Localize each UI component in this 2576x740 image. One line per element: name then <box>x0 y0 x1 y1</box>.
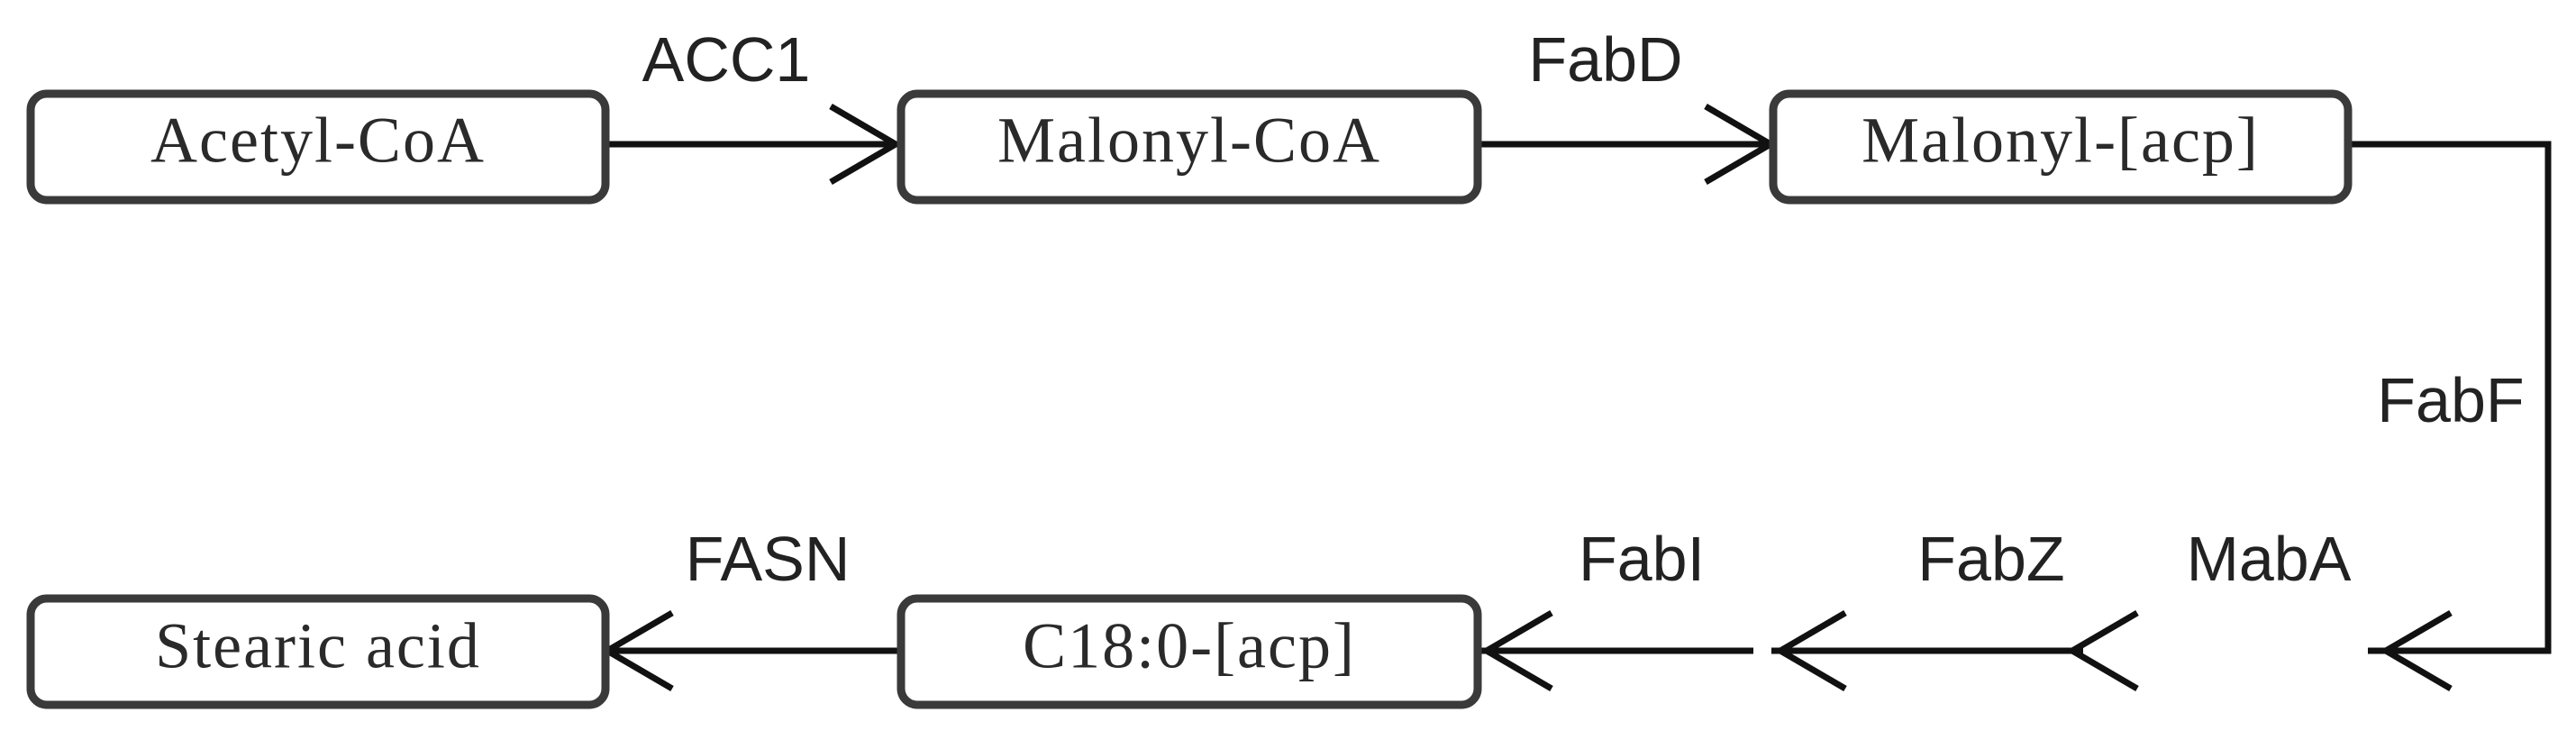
node-c18-acp-box <box>897 594 1482 709</box>
arrowhead-malonyl-coa <box>829 103 902 186</box>
enzyme-label-maba: MabA <box>2187 524 2352 594</box>
node-acetyl-coa-label: Acetyl-CoA <box>150 105 486 177</box>
node-malonyl-acp-label: Malonyl-[acp] <box>1861 105 2260 177</box>
edge-malonyl-acp-loop <box>2352 141 2552 654</box>
arrowhead-fabz <box>1774 609 1847 692</box>
enzyme-label-fabz: FabZ <box>1917 524 2064 594</box>
node-c18-acp: C18:0-[acp] <box>897 594 1482 709</box>
enzyme-label-fabd: FabD <box>1528 24 1682 95</box>
node-malonyl-coa-label: Malonyl-CoA <box>997 105 1381 177</box>
node-malonyl-coa-box <box>897 89 1482 205</box>
arrowhead-c18-acp <box>1480 609 1553 692</box>
enzyme-label-fabi: FabI <box>1579 524 1705 594</box>
node-acetyl-coa-box <box>26 89 610 205</box>
enzyme-label-fasn: FASN <box>686 524 851 594</box>
enzyme-label-fabf: FabF <box>2377 365 2524 435</box>
arrowhead-maba <box>2066 609 2139 692</box>
node-malonyl-acp: Malonyl-[acp] <box>1769 89 2353 205</box>
arrowhead-fabf <box>2380 609 2453 692</box>
enzyme-label-acc1: ACC1 <box>642 24 811 95</box>
node-stearic-acid: Stearic acid <box>26 594 610 709</box>
node-malonyl-coa: Malonyl-CoA <box>897 89 1482 205</box>
node-stearic-acid-box <box>26 594 610 709</box>
node-malonyl-acp-box <box>1769 89 2353 205</box>
node-stearic-acid-label: Stearic acid <box>155 610 481 682</box>
node-c18-acp-label: C18:0-[acp] <box>1023 610 1356 682</box>
node-acetyl-coa: Acetyl-CoA <box>26 89 610 205</box>
